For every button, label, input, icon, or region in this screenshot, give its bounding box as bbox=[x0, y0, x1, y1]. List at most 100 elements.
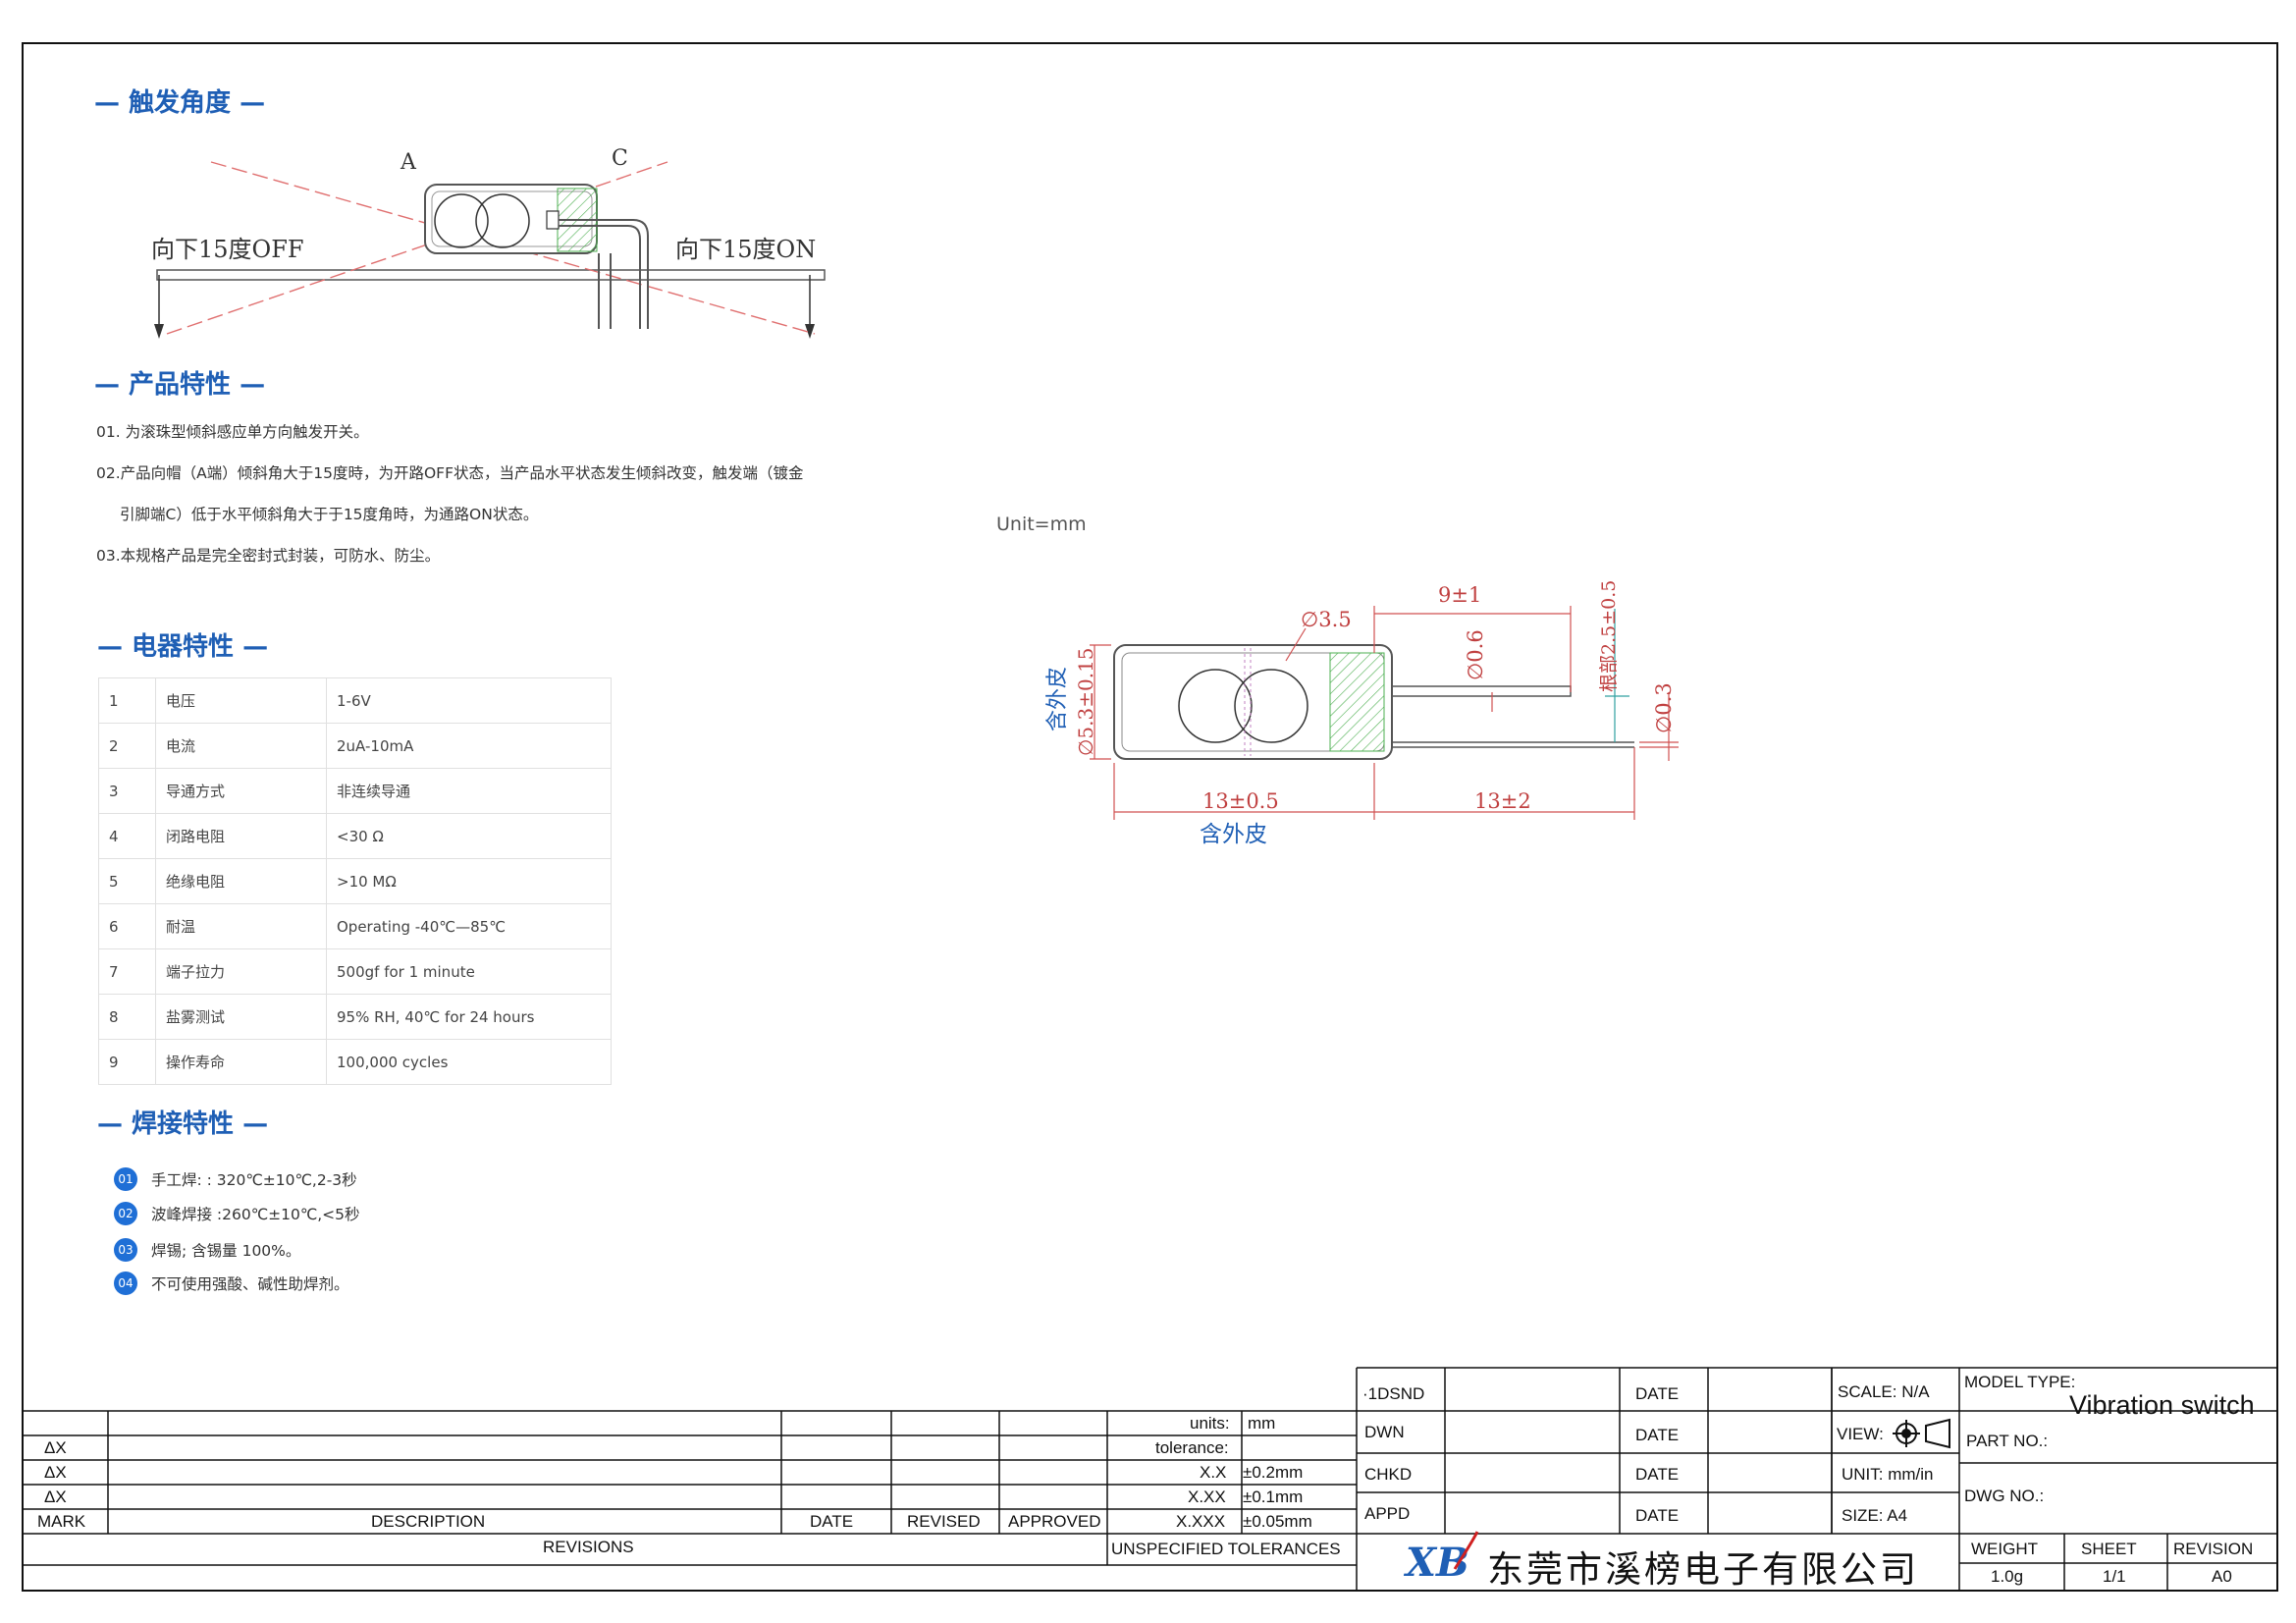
units-label: units: bbox=[1190, 1414, 1230, 1433]
arrow-down-right-icon bbox=[805, 324, 815, 339]
header-description: DESCRIPTION bbox=[371, 1512, 486, 1531]
pcb-board bbox=[156, 269, 826, 281]
cell-name: 闭路电阻 bbox=[155, 813, 327, 859]
weight-label: WEIGHT bbox=[1971, 1540, 2038, 1558]
signoff-role: CHKD bbox=[1364, 1465, 1413, 1484]
label-a: A bbox=[400, 150, 417, 175]
number-badge: 04 bbox=[114, 1271, 137, 1295]
cell-value: 100,000 cycles bbox=[326, 1039, 612, 1085]
view-field: VIEW: bbox=[1837, 1425, 1884, 1443]
tolerance-value: ±0.05mm bbox=[1243, 1512, 1312, 1531]
cell-name: 导通方式 bbox=[155, 768, 327, 814]
weight-value: 1.0g bbox=[1991, 1567, 2024, 1586]
dim-d06: ∅0.6 bbox=[1464, 629, 1487, 680]
dim-d53: ∅5.3±0.15 bbox=[1074, 647, 1097, 756]
sheet-label: SHEET bbox=[2081, 1540, 2137, 1558]
cell-value: 非连续导通 bbox=[326, 768, 612, 814]
dim-root: 根部2.5±0.5 bbox=[1598, 580, 1620, 692]
tolerance-key: X.XX bbox=[1188, 1488, 1226, 1506]
number-badge: 01 bbox=[114, 1167, 137, 1191]
tolerance-value: ±0.1mm bbox=[1243, 1488, 1304, 1506]
tolerance-key: X.XXX bbox=[1176, 1512, 1226, 1531]
cell-value: 1-6V bbox=[326, 677, 612, 724]
dim-13b: 13±2 bbox=[1474, 789, 1531, 813]
cell-value: 95% RH, 40℃ for 24 hours bbox=[326, 994, 612, 1040]
cell-name: 电流 bbox=[155, 723, 327, 769]
cell-no: 4 bbox=[98, 813, 156, 859]
dwg-no-label: DWG NO.: bbox=[1964, 1487, 2045, 1505]
section-title-trigger-angle: — 触发角度 — bbox=[94, 88, 266, 118]
welding-item: 01 手工焊: : 320℃±10℃,2-3秒 bbox=[114, 1167, 357, 1191]
dim-incl-skin: 含外皮 bbox=[1200, 822, 1267, 847]
revision-mark: ΔX bbox=[44, 1463, 67, 1482]
arrow-down-left-icon bbox=[154, 324, 164, 339]
signoff-date: DATE bbox=[1635, 1426, 1680, 1444]
switch-body-outline bbox=[1113, 644, 1393, 760]
cell-name: 操作寿命 bbox=[155, 1039, 327, 1085]
section-title-electrical: — 电器特性 — bbox=[97, 632, 269, 662]
label-off: 向下15度OFF bbox=[151, 236, 304, 263]
cell-name: 盐雾测试 bbox=[155, 994, 327, 1040]
drawing-frame bbox=[22, 42, 2278, 1592]
signoff-date: DATE bbox=[1635, 1384, 1680, 1403]
company-logo: XB bbox=[1403, 1531, 1479, 1586]
dim-9: 9±1 bbox=[1438, 583, 1481, 607]
dimension-drawing: 9±1 ∅3.5 ∅0.6 根部2.5±0.5 ∅0.3 ∅5.3±0.15 含… bbox=[1045, 580, 1679, 847]
header-approved: APPROVED bbox=[1008, 1512, 1101, 1531]
model-type-value: Vibration switch bbox=[2069, 1390, 2255, 1420]
cell-name: 电压 bbox=[155, 677, 327, 724]
revisions-caption: REVISIONS bbox=[543, 1538, 634, 1556]
feature-item: 引脚端C）低于水平倾斜角大于于15度角時，为通路ON状态。 bbox=[120, 506, 539, 523]
signoff-role: DWN bbox=[1364, 1423, 1405, 1441]
signoff-date: DATE bbox=[1635, 1465, 1680, 1484]
label-c: C bbox=[612, 146, 628, 171]
section-title-product-features: — 产品特性 — bbox=[94, 370, 266, 400]
label-on: 向下15度ON bbox=[675, 236, 816, 263]
header-date: DATE bbox=[810, 1512, 854, 1531]
revision-value: A0 bbox=[2212, 1567, 2232, 1586]
header-mark: MARK bbox=[37, 1512, 86, 1531]
revision-label: REVISION bbox=[2173, 1540, 2254, 1558]
cell-value: 2uA-10mA bbox=[326, 723, 612, 769]
trigger-angle-diagram: A C 向下15度OFF 向下15度ON bbox=[151, 146, 826, 339]
feature-item: 03.本规格产品是完全密封式封装，可防水、防尘。 bbox=[96, 547, 441, 565]
feature-item: 01. 为滚珠型倾斜感应单方向触发开关。 bbox=[96, 423, 369, 441]
header-revised: REVISED bbox=[907, 1512, 981, 1531]
tolerance-label: tolerance: bbox=[1155, 1438, 1229, 1457]
signoff-date: DATE bbox=[1635, 1506, 1680, 1525]
scale-field: SCALE: N/A bbox=[1838, 1382, 1930, 1401]
tolerance-value: ±0.2mm bbox=[1243, 1463, 1304, 1482]
unit-label: Unit=mm bbox=[996, 514, 1087, 535]
welding-text: 手工焊: : 320℃±10℃,2-3秒 bbox=[151, 1171, 357, 1189]
sheet-value: 1/1 bbox=[2103, 1567, 2126, 1586]
dim-incl-skin-vertical: 含外皮 bbox=[1045, 667, 1070, 731]
signoff-role: ·1DSND bbox=[1362, 1384, 1425, 1403]
cell-value: <30 Ω bbox=[326, 813, 612, 859]
tolerance-key: X.X bbox=[1200, 1463, 1227, 1482]
dim-d35: ∅3.5 bbox=[1301, 608, 1352, 631]
cell-value: Operating -40℃—85℃ bbox=[326, 903, 612, 949]
unit-field: UNIT: mm/in bbox=[1842, 1465, 1934, 1484]
units-value: mm bbox=[1248, 1414, 1276, 1433]
dim-d03: ∅0.3 bbox=[1652, 682, 1676, 733]
welding-text: 焊锡; 含锡量 100%。 bbox=[151, 1242, 301, 1260]
cell-no: 3 bbox=[98, 768, 156, 814]
cell-name: 端子拉力 bbox=[155, 948, 327, 995]
cell-no: 2 bbox=[98, 723, 156, 769]
dim-13a: 13±0.5 bbox=[1202, 789, 1279, 813]
feature-item: 02.产品向帽（A端）倾斜角大于15度時，为开路OFF状态，当产品水平状态发生倾… bbox=[96, 464, 804, 482]
revision-mark: ΔX bbox=[44, 1438, 67, 1457]
number-badge: 02 bbox=[114, 1202, 137, 1225]
signoff-role: APPD bbox=[1364, 1504, 1411, 1523]
cell-no: 6 bbox=[98, 903, 156, 949]
